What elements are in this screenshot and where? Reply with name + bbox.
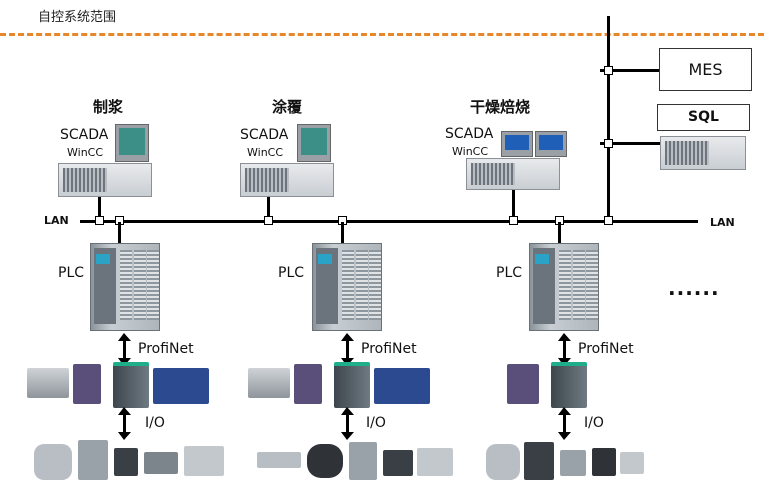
station-3-io-arrow <box>558 407 571 440</box>
station-3-scada-link <box>512 190 515 221</box>
plc-icon <box>90 243 160 331</box>
station-2-scada-link <box>267 197 270 221</box>
field-devices-icon <box>255 438 455 484</box>
station-1-io-label: I/O <box>145 415 165 431</box>
lan-bus <box>80 220 698 223</box>
station-2-device-row <box>246 360 431 412</box>
lan-label-right: LAN <box>710 216 735 229</box>
field-devices-icon <box>484 438 646 484</box>
drive-icon <box>507 364 539 404</box>
lan-backbone-node <box>604 216 613 225</box>
station-1-plc-label: PLC <box>58 265 85 281</box>
station-3-io-label: I/O <box>584 415 604 431</box>
station-2-profinet-label: ProfiNet <box>361 341 417 357</box>
station-2-scada-label: SCADA <box>240 127 289 143</box>
industrial-pc-icon <box>240 163 334 197</box>
station-3-scada-node <box>509 216 518 225</box>
io-module-icon <box>334 362 370 408</box>
plc-icon <box>312 243 382 331</box>
station-1-io-arrow <box>118 407 131 440</box>
mes-box: MES <box>659 48 752 91</box>
station-2-profinet-arrow <box>341 333 354 366</box>
scope-title: 自控系统范围 <box>38 10 117 25</box>
more-stations-ellipsis: ...... <box>668 276 720 300</box>
industrial-pc-icon <box>466 158 560 190</box>
station-1-plc-link <box>118 222 121 244</box>
station-1-profinet-label: ProfiNet <box>138 341 194 357</box>
station-1-name: 制浆 <box>93 98 124 116</box>
station-2-plc-label: PLC <box>278 265 305 281</box>
station-1-profinet-arrow <box>118 333 131 366</box>
monitor-icon <box>535 131 567 157</box>
station-2-name: 涂覆 <box>272 98 303 116</box>
lan-label-left: LAN <box>44 214 69 227</box>
drive-icon <box>294 364 322 404</box>
station-1-device-row <box>25 360 210 412</box>
station-1-scada-node <box>95 216 104 225</box>
station-1-scada-link <box>98 197 101 221</box>
station-3-wincc-label: WinCC <box>452 145 489 158</box>
station-3-device-row <box>505 360 595 412</box>
station-3-profinet-label: ProfiNet <box>578 341 634 357</box>
flowmeter-icon <box>248 368 290 398</box>
io-module-icon <box>113 362 149 408</box>
field-devices-icon <box>32 438 230 484</box>
station-2-wincc-label: WinCC <box>247 146 284 159</box>
station-3-name: 干燥焙烧 <box>470 98 531 116</box>
station-3-profinet-arrow <box>558 333 571 366</box>
backbone-vertical-line <box>607 16 610 222</box>
monitor-icon <box>115 124 149 162</box>
sql-box: SQL <box>657 104 750 131</box>
station-3-scada-label: SCADA <box>445 126 494 142</box>
sql-link <box>600 142 660 145</box>
weighing-terminal-icon <box>374 368 430 404</box>
drive-icon <box>73 364 101 404</box>
sql-node <box>604 139 613 148</box>
monitor-icon <box>297 124 331 162</box>
flowmeter-icon <box>27 368 69 398</box>
io-module-icon <box>551 362 587 408</box>
plc-icon <box>529 243 599 331</box>
scope-boundary-line <box>0 33 764 36</box>
station-2-scada-node <box>264 216 273 225</box>
industrial-pc-icon <box>58 163 152 197</box>
mes-link <box>600 69 660 72</box>
station-3-plc-link <box>558 222 561 244</box>
station-2-io-arrow <box>341 407 354 440</box>
station-1-scada-label: SCADA <box>60 127 109 143</box>
mes-node <box>604 66 613 75</box>
weighing-terminal-icon <box>153 368 209 404</box>
station-2-io-label: I/O <box>366 415 386 431</box>
sql-server-icon <box>660 136 746 170</box>
monitor-icon <box>501 131 533 157</box>
station-1-wincc-label: WinCC <box>67 146 104 159</box>
station-3-plc-label: PLC <box>496 265 523 281</box>
station-2-plc-link <box>341 222 344 244</box>
